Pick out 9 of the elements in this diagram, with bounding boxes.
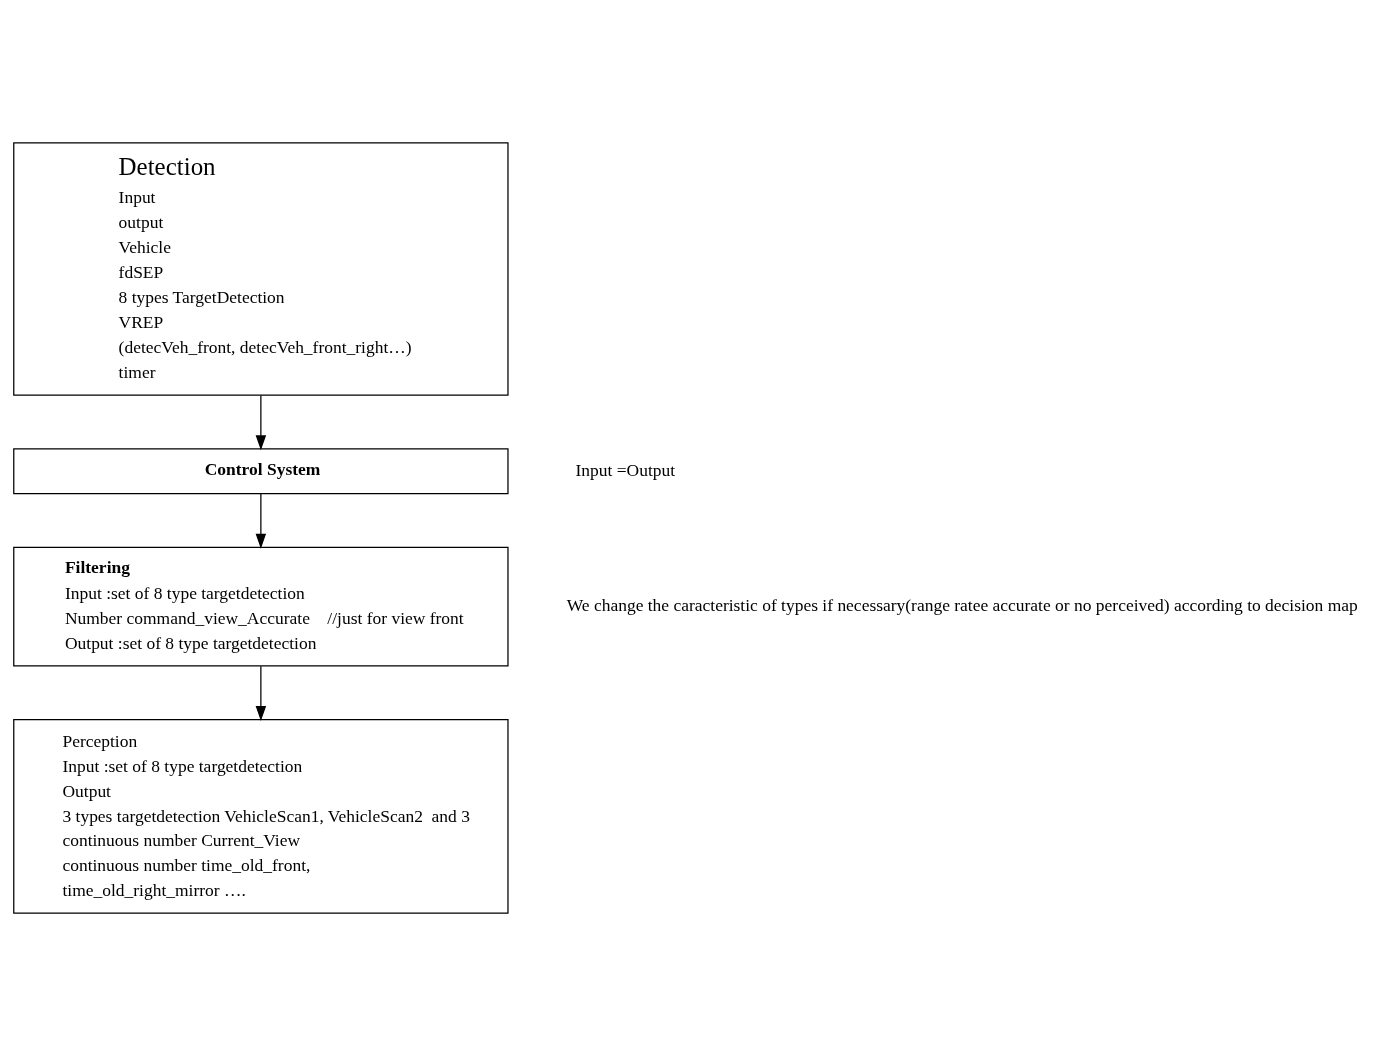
node-box: Filtering Input :set of 8 type targetdetection Number command_view_Accurate //just for view front Output :set of 8 type targetdetection (13, 546, 509, 667)
node-box: Perception Input :set of 8 type targetdetection Output 3 types targetdetection VehicleScan1, VehicleScan2 and 3 continuous number Current_View continuous number time_old_front, time_old_right_mirror …. (13, 718, 509, 914)
node-label: Input =Output (575, 459, 676, 480)
arrow (255, 492, 267, 549)
arrow (255, 394, 267, 450)
node-box: Control System (13, 447, 509, 494)
node-label: We change the caracteristic of types if necessary(range ratee accurate or no perceived) according to decision map (566, 594, 1358, 615)
arrow (255, 665, 267, 721)
node-box: Detection Input output Vehicle fdSEP 8 types TargetDetection VREP (detecVeh_front, detecVeh_front_right…) timer (13, 141, 509, 396)
